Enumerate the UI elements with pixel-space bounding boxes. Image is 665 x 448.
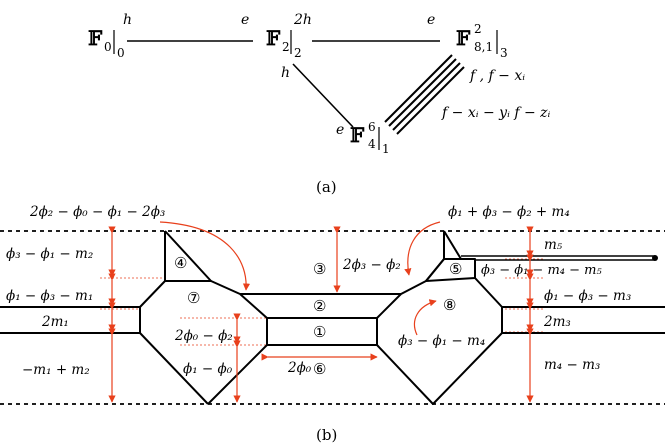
node-f2: 𝔽 2 2 bbox=[266, 26, 302, 60]
node-f28: 𝔽 2 8,1 3 bbox=[456, 22, 508, 60]
node-f46-sup: 6 bbox=[368, 120, 376, 134]
multi-edge-label-line1: f , f − xᵢ bbox=[469, 68, 525, 84]
caption-a: (a) bbox=[316, 178, 337, 196]
face-7: ⑦ bbox=[187, 289, 200, 307]
node-f28-base: 𝔽 bbox=[456, 26, 471, 50]
node-f0: 𝔽 0 0 bbox=[88, 26, 125, 60]
label-right-phi3m4m5: ϕ₃ − ϕ₁ − m₄ − m₅ bbox=[481, 263, 602, 278]
annotation-left: 2ϕ₂ − ϕ₀ − ϕ₁ − 2ϕ₃ bbox=[29, 204, 165, 220]
label-e-f2f28: e bbox=[427, 12, 435, 28]
node-f46-sub: 4 bbox=[368, 137, 376, 151]
face-5: ⑤ bbox=[449, 260, 462, 278]
node-f0-sub: 0 bbox=[104, 40, 112, 54]
caption-b: (b) bbox=[316, 426, 337, 444]
red-guides bbox=[100, 258, 545, 346]
label-h-diag: h bbox=[281, 65, 290, 81]
node-f46-base: 𝔽 bbox=[350, 123, 365, 147]
label-right-m5: m₅ bbox=[544, 237, 563, 253]
label-left-top: ϕ₃ − ϕ₁ − m₂ bbox=[6, 246, 93, 262]
label-2phi0-phi2: 2ϕ₀ − ϕ₂ bbox=[174, 328, 233, 344]
label-phi1-phi0: ϕ₁ − ϕ₀ bbox=[183, 361, 233, 377]
multi-edge-label-line2: f − xᵢ − yᵢ f − zᵢ bbox=[441, 105, 551, 121]
node-f46: 𝔽 6 4 1 bbox=[350, 120, 390, 156]
label-left-bottom: −m₁ + m₂ bbox=[22, 362, 90, 378]
label-right-phi1m3: ϕ₁ − ϕ₃ − m₃ bbox=[544, 288, 631, 304]
label-left-m1: 2m₁ bbox=[41, 314, 69, 330]
label-e-f0f2: e bbox=[241, 12, 249, 28]
label-h-f0: h bbox=[123, 12, 132, 28]
label-right-m4m3: m₄ − m₃ bbox=[544, 357, 600, 373]
node-f2-base: 𝔽 bbox=[266, 26, 281, 50]
edge-f2-f46 bbox=[292, 63, 354, 128]
semi-infinite-line bbox=[461, 255, 658, 261]
node-f0-restriction: 0 bbox=[117, 46, 125, 60]
label-left-mid: ϕ₁ − ϕ₃ − m₁ bbox=[6, 288, 93, 304]
label-phi3-phi1-m4: ϕ₃ − ϕ₁ − m₄ bbox=[398, 333, 485, 349]
node-f46-restriction: 1 bbox=[382, 142, 390, 156]
face-6: ⑥ bbox=[313, 360, 326, 378]
face-8: ⑧ bbox=[443, 296, 456, 314]
endpoint-dot bbox=[652, 255, 658, 261]
node-f28-sup: 2 bbox=[474, 22, 482, 36]
label-2phi0: 2ϕ₀ bbox=[287, 360, 312, 376]
node-f28-sub: 8,1 bbox=[474, 40, 493, 54]
face-3: ③ bbox=[313, 260, 326, 278]
panel-a: 𝔽 0 0 h e 𝔽 2 2 2h e 𝔽 2 8,1 3 h bbox=[88, 12, 551, 196]
panel-b: 2ϕ₂ − ϕ₀ − ϕ₁ − 2ϕ₃ ϕ₁ + ϕ₃ − ϕ₂ + m₄ ϕ₃… bbox=[0, 204, 665, 444]
node-f28-restriction: 3 bbox=[500, 46, 508, 60]
annotation-right: ϕ₁ + ϕ₃ − ϕ₂ + m₄ bbox=[448, 204, 570, 220]
label-2h-f2: 2h bbox=[293, 12, 312, 28]
brane-web bbox=[0, 230, 665, 405]
label-e-f46: e bbox=[336, 122, 344, 138]
face-1: ① bbox=[313, 323, 326, 341]
multi-edge-f46-f28 bbox=[384, 54, 465, 135]
face-4: ④ bbox=[174, 254, 187, 272]
face-2: ② bbox=[313, 297, 326, 315]
node-f2-restriction: 2 bbox=[294, 46, 302, 60]
node-f0-base: 𝔽 bbox=[88, 26, 103, 50]
label-right-m3: 2m₃ bbox=[543, 314, 571, 330]
node-f2-sub: 2 bbox=[282, 40, 290, 54]
measurement-arrows bbox=[108, 221, 534, 403]
label-2phi3-phi2: 2ϕ₃ − ϕ₂ bbox=[342, 257, 401, 273]
